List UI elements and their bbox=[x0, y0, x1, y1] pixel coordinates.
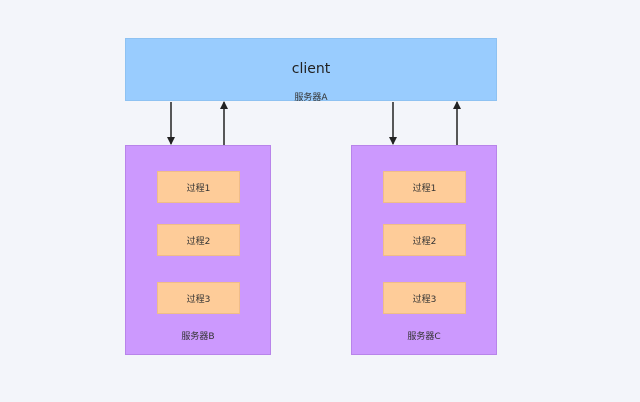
client-label: client bbox=[291, 61, 331, 77]
server-b-process-3: 过程3 bbox=[157, 282, 240, 314]
server-c-process-3: 过程3 bbox=[383, 282, 466, 314]
server-c-process-1: 过程1 bbox=[383, 171, 466, 203]
server-b-label: 服务器B bbox=[181, 332, 215, 342]
server-b-process-2: 过程2 bbox=[157, 224, 240, 256]
server-a-box: client 服务器A bbox=[125, 38, 497, 103]
server-a-label: 服务器A bbox=[294, 93, 328, 103]
server-b-box: 过程1 过程2 过程3 服务器B bbox=[125, 145, 271, 355]
server-c-process-2: 过程2 bbox=[383, 224, 466, 256]
server-b-process-1: 过程1 bbox=[157, 171, 240, 203]
server-c-box: 过程1 过程2 过程3 服务器C bbox=[351, 145, 497, 355]
server-c-label: 服务器C bbox=[407, 332, 441, 342]
